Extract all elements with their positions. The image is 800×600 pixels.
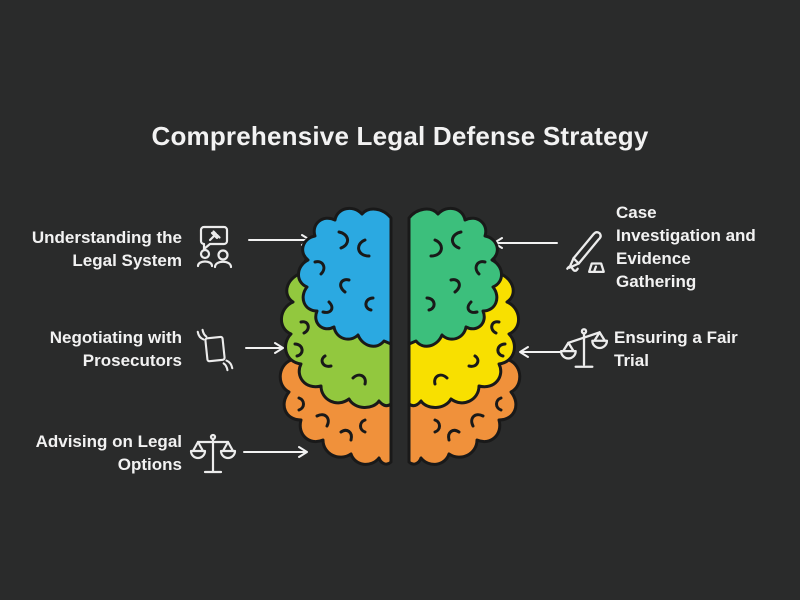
label-line: Case [616, 203, 657, 222]
arrow-left-icon [516, 345, 561, 359]
brain-illustration [277, 206, 523, 487]
label-line: Evidence [616, 249, 691, 268]
label-line: Options [117, 455, 182, 474]
page-title: Comprehensive Legal Defense Strategy [151, 121, 649, 151]
label-line: Investigation and [616, 226, 756, 245]
label-line: Legal System [72, 251, 182, 270]
label-line: Gathering [616, 272, 697, 291]
label-line: Trial [614, 351, 649, 370]
label-line: Understanding the [31, 228, 182, 247]
label-case-investigation: Case Investigation and Evidence Gatherin… [616, 201, 756, 293]
tilted-scales-icon [559, 323, 609, 373]
label-line: Negotiating with [49, 328, 182, 347]
people-gavel-bubble-icon [192, 222, 240, 270]
left-hemisphere [278, 206, 393, 466]
document-handover-icon [192, 327, 238, 373]
label-line: Ensuring a Fair [614, 328, 738, 347]
pen-signing-icon [560, 226, 610, 276]
label-understanding-legal-system: Understanding the Legal System [32, 226, 182, 272]
label-advising-on-legal-options: Advising on Legal Options [36, 430, 182, 476]
label-line: Prosecutors [82, 351, 182, 370]
right-hemisphere [407, 206, 522, 466]
balanced-scales-icon [189, 431, 237, 479]
arrow-right-icon [245, 341, 287, 355]
label-line: Advising on Legal [35, 432, 182, 451]
label-negotiating-with-prosecutors: Negotiating with Prosecutors [50, 326, 182, 372]
arrow-right-icon [243, 445, 311, 459]
label-ensuring-fair-trial: Ensuring a Fair Trial [614, 326, 738, 372]
